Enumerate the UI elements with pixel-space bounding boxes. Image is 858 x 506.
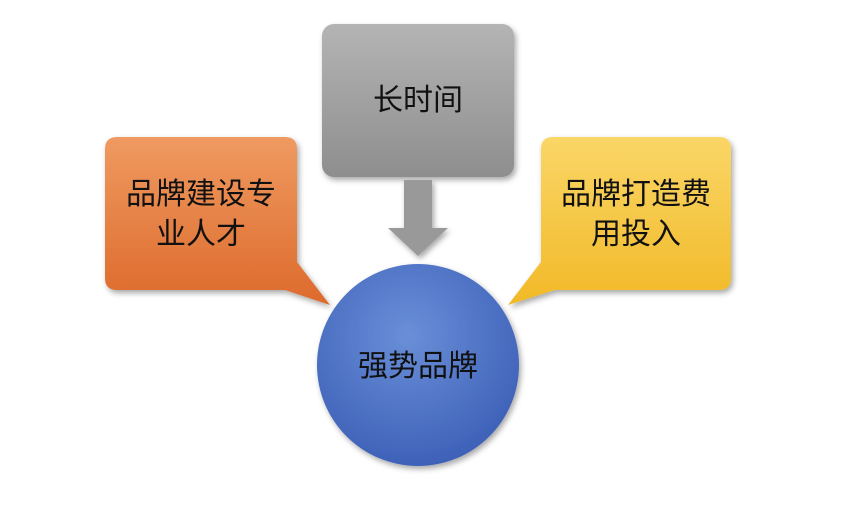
arrow-top-down [388, 180, 448, 256]
node-right-label-line1: 品牌打造费 [561, 177, 711, 212]
node-center-circle [317, 264, 519, 466]
node-top: 长时间 [322, 24, 514, 177]
node-right-callout [508, 137, 731, 305]
node-left-label-line2: 业人才 [156, 217, 246, 252]
node-left: 品牌建设专 业人才 [105, 137, 330, 305]
node-right: 品牌打造费 用投入 [508, 137, 731, 305]
node-top-label: 长时间 [373, 83, 463, 118]
node-left-label-line1: 品牌建设专 [126, 177, 276, 212]
node-right-label-line2: 用投入 [591, 217, 681, 252]
node-center-label: 强势品牌 [358, 349, 478, 384]
node-left-callout [105, 137, 330, 305]
node-center: 强势品牌 [317, 264, 519, 466]
node-top-box [322, 24, 514, 177]
